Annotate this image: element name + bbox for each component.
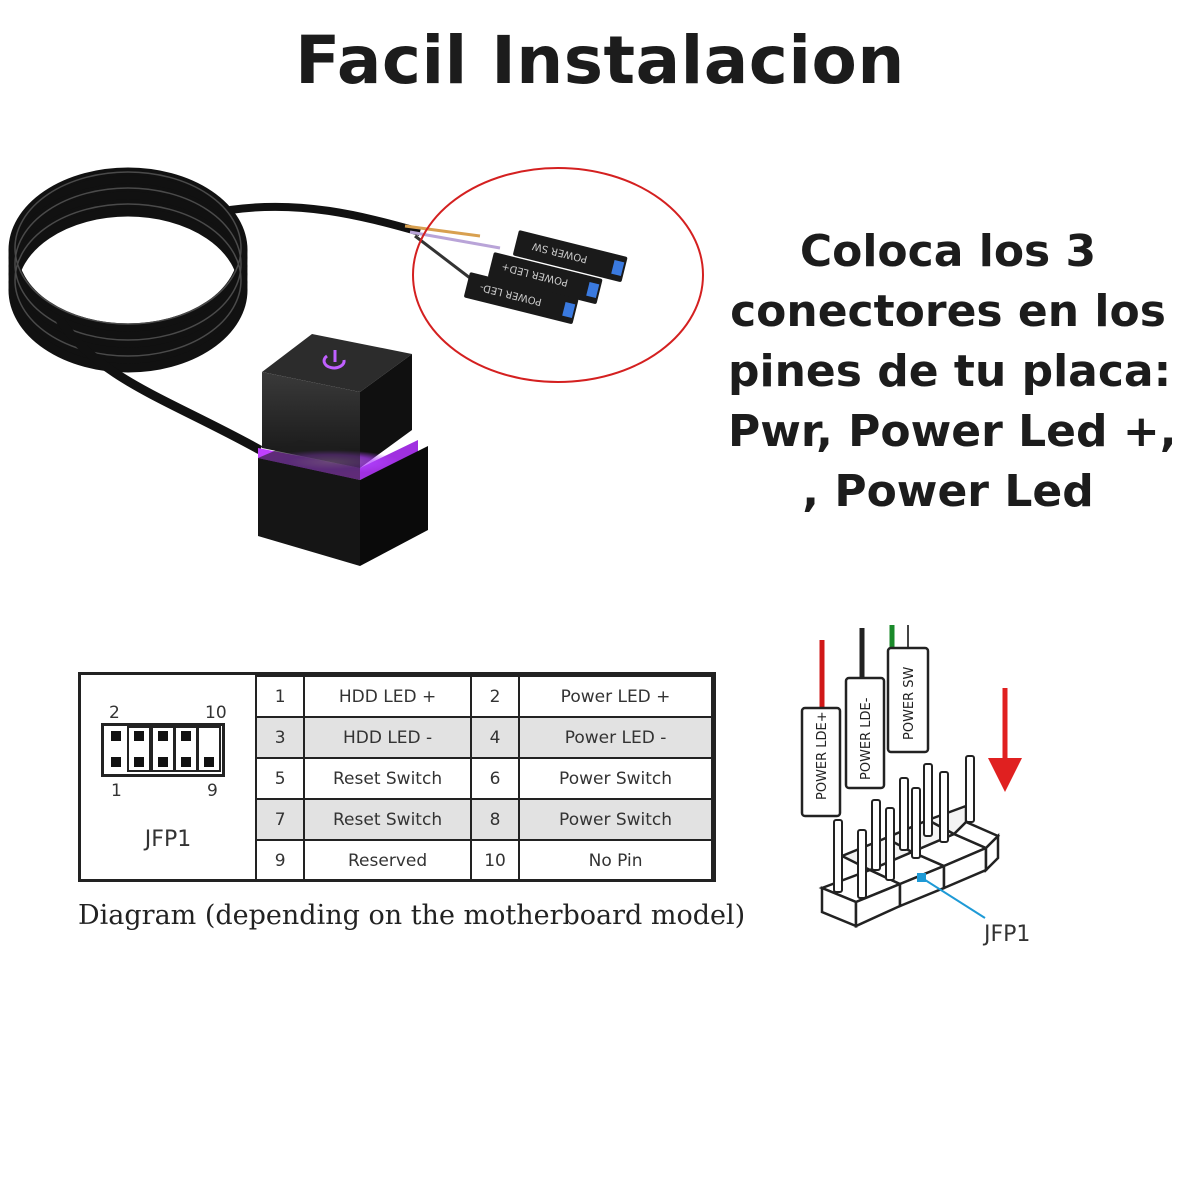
plug-label: POWER SW	[902, 666, 917, 740]
header-diagram: POWER LDE+ POWER LDE- POWER SW	[800, 625, 1022, 928]
pin-cell: 8	[469, 798, 521, 841]
function-cell: Reset Switch	[303, 757, 472, 800]
wire-purple	[409, 230, 501, 250]
header-pins	[833, 755, 975, 899]
instruction-line: Pwr, Power Led +,	[728, 406, 1177, 457]
plug	[800, 646, 930, 818]
function-cell: Power LED -	[518, 716, 713, 759]
jfp1-pinout-table: 2 10 1 9 JFP1	[78, 672, 716, 882]
function-cell: HDD LED -	[303, 716, 472, 759]
instruction-line: pines de tu placa:	[728, 346, 1172, 397]
page-title: Facil Instalacion	[295, 22, 905, 99]
dupont-connectors: POWER SW POWER LED+ POWER LED-	[464, 230, 628, 324]
pin-number-label: 2	[109, 703, 120, 723]
instruction-line: conectores en los	[730, 286, 1166, 337]
header-callout-label: JFP1	[984, 922, 1031, 947]
diagram-caption: Diagram (depending on the motherboard mo…	[78, 900, 746, 931]
plug-label: POWER LDE-	[859, 697, 874, 780]
cable-to-switch	[56, 317, 263, 454]
pin-cell: 10	[469, 839, 521, 882]
down-arrow-icon	[988, 758, 1022, 792]
function-cell: Reset Switch	[303, 798, 472, 841]
pin-number-label: 1	[111, 781, 122, 801]
pin-number-label: 9	[207, 781, 218, 801]
pin-grid	[101, 723, 225, 777]
coiled-cable	[8, 167, 248, 373]
table-row: 9 Reserved 10 No Pin	[254, 839, 713, 882]
function-cell: No Pin	[518, 839, 713, 882]
power-switch-box	[258, 334, 428, 566]
instruction-line: Coloca los 3	[799, 226, 1097, 277]
pin-cell: 9	[254, 839, 306, 882]
function-cell: HDD LED +	[303, 675, 472, 718]
pin-function-table: 1 HDD LED + 2 Power LED + 3 HDD LED - 4 …	[254, 675, 713, 882]
wire-orange	[404, 224, 481, 238]
wire-black	[414, 234, 471, 280]
pin-header-base	[818, 804, 1001, 928]
highlight-circle	[412, 167, 704, 383]
table-row: 3 HDD LED - 4 Power LED -	[254, 716, 713, 759]
pin-cell: 7	[254, 798, 306, 841]
plug-label: POWER LDE+	[815, 711, 830, 800]
installation-instructions: Coloca los 3 conectores en los pines de …	[728, 222, 1177, 522]
pin-number-label: 10	[205, 703, 227, 723]
header-name: JFP1	[144, 827, 192, 852]
coil-highlights	[14, 171, 242, 357]
pin-cell: 3	[254, 716, 306, 759]
pin-cell: 1	[254, 675, 306, 718]
function-cell: Power LED +	[518, 675, 713, 718]
pin-cell: 5	[254, 757, 306, 800]
pin-cell: 2	[469, 675, 521, 718]
cable-to-connectors	[229, 202, 422, 236]
pin-cell: 6	[469, 757, 521, 800]
function-cell: Power Switch	[518, 757, 713, 800]
function-cell: Reserved	[303, 839, 472, 882]
table-row: 5 Reset Switch 6 Power Switch	[254, 757, 713, 800]
instruction-line: , Power Led	[802, 466, 1094, 517]
pin-cell: 4	[469, 716, 521, 759]
jfp1-header-map: 2 10 1 9 JFP1	[81, 675, 257, 879]
power-icon	[322, 350, 346, 370]
table-row: 7 Reset Switch 8 Power Switch	[254, 798, 713, 841]
function-cell: Power Switch	[518, 798, 713, 841]
table-row: 1 HDD LED + 2 Power LED +	[254, 675, 713, 718]
